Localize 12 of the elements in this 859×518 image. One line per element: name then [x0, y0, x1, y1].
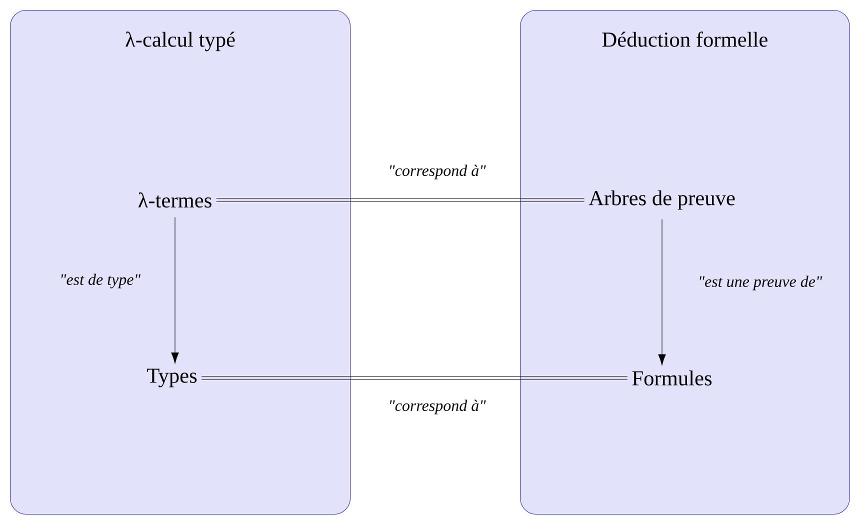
edge-label: "est une preuve de" — [700, 276, 822, 290]
connector — [171, 216, 179, 364]
connector — [201, 376, 628, 380]
edge-label: "est de type" — [62, 274, 141, 288]
connector — [658, 219, 666, 366]
edge-label: "correspond à" — [390, 164, 486, 180]
term-label: Types — [147, 368, 197, 388]
edge-label: "correspond à" — [390, 400, 486, 414]
connector — [216, 198, 585, 202]
term-label: λ-termes — [138, 192, 212, 208]
term-label: Formules — [632, 370, 712, 386]
term-label: Arbres de preuve — [588, 190, 735, 210]
